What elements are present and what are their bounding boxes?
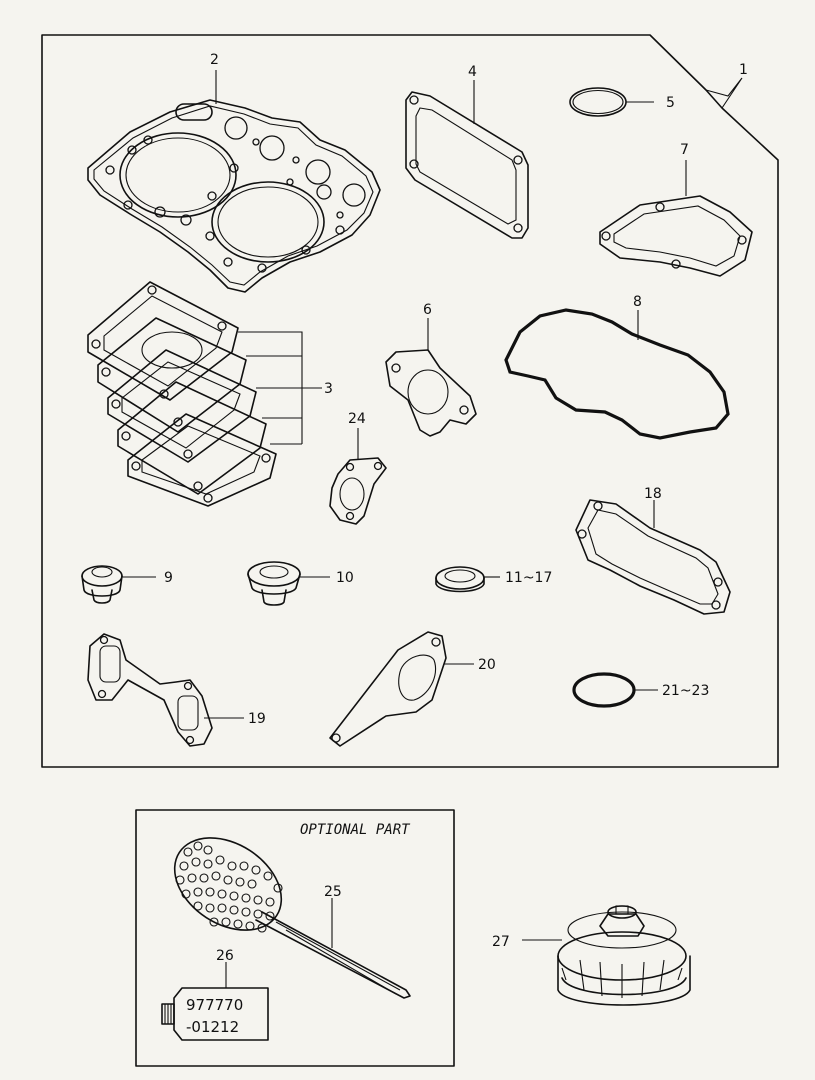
part-18-gasket	[575, 499, 731, 615]
part-21-23-o-ring	[572, 672, 636, 708]
callout-6: 6	[423, 302, 432, 318]
part-3-gasket-set	[87, 281, 322, 507]
part-7-gasket	[599, 195, 753, 277]
callout-2: 2	[210, 52, 219, 68]
tube-code-line-2: -01212	[186, 1018, 239, 1036]
part-19-manifold-gasket	[87, 633, 213, 747]
part-5-o-ring	[569, 87, 627, 117]
part-11-17-washer	[435, 566, 485, 593]
callout-1: 1	[739, 62, 748, 78]
part-6-gasket	[385, 349, 477, 437]
callout-27: 27	[492, 934, 510, 950]
optional-part-title: OPTIONAL PART	[300, 822, 411, 838]
callout-10: 10	[336, 570, 354, 586]
callout-18: 18	[644, 486, 662, 502]
part-8-sealing-gasket	[504, 308, 730, 440]
callout-24: 24	[348, 411, 366, 427]
part-20-gasket	[329, 631, 447, 747]
part-2-head-gasket	[87, 99, 381, 293]
part-9-seal	[81, 565, 123, 604]
part-24-gasket	[329, 457, 387, 525]
callout-4: 4	[468, 64, 477, 80]
part-26-sealant-tube	[161, 987, 269, 1041]
part-10-seal	[247, 561, 301, 606]
callout-26: 26	[216, 948, 234, 964]
part-25-brush	[173, 837, 411, 999]
callout-7: 7	[680, 142, 689, 158]
callout-20: 20	[478, 657, 496, 673]
callout-9: 9	[164, 570, 173, 586]
callout-5: 5	[666, 95, 675, 111]
callout-3: 3	[324, 381, 333, 397]
callout-25: 25	[324, 884, 342, 900]
callout-8: 8	[633, 294, 642, 310]
callout-19: 19	[248, 711, 266, 727]
tube-code-line-1: 977770	[186, 996, 243, 1014]
optional-part-box	[135, 809, 455, 1067]
part-4-cover-gasket	[405, 91, 529, 239]
leader-lines	[122, 70, 743, 988]
kit-frame	[41, 34, 779, 768]
callout-21-23: 21~23	[662, 683, 709, 699]
part-27-filter-wrench	[557, 905, 691, 1006]
callout-11-17: 11~17	[505, 570, 552, 586]
